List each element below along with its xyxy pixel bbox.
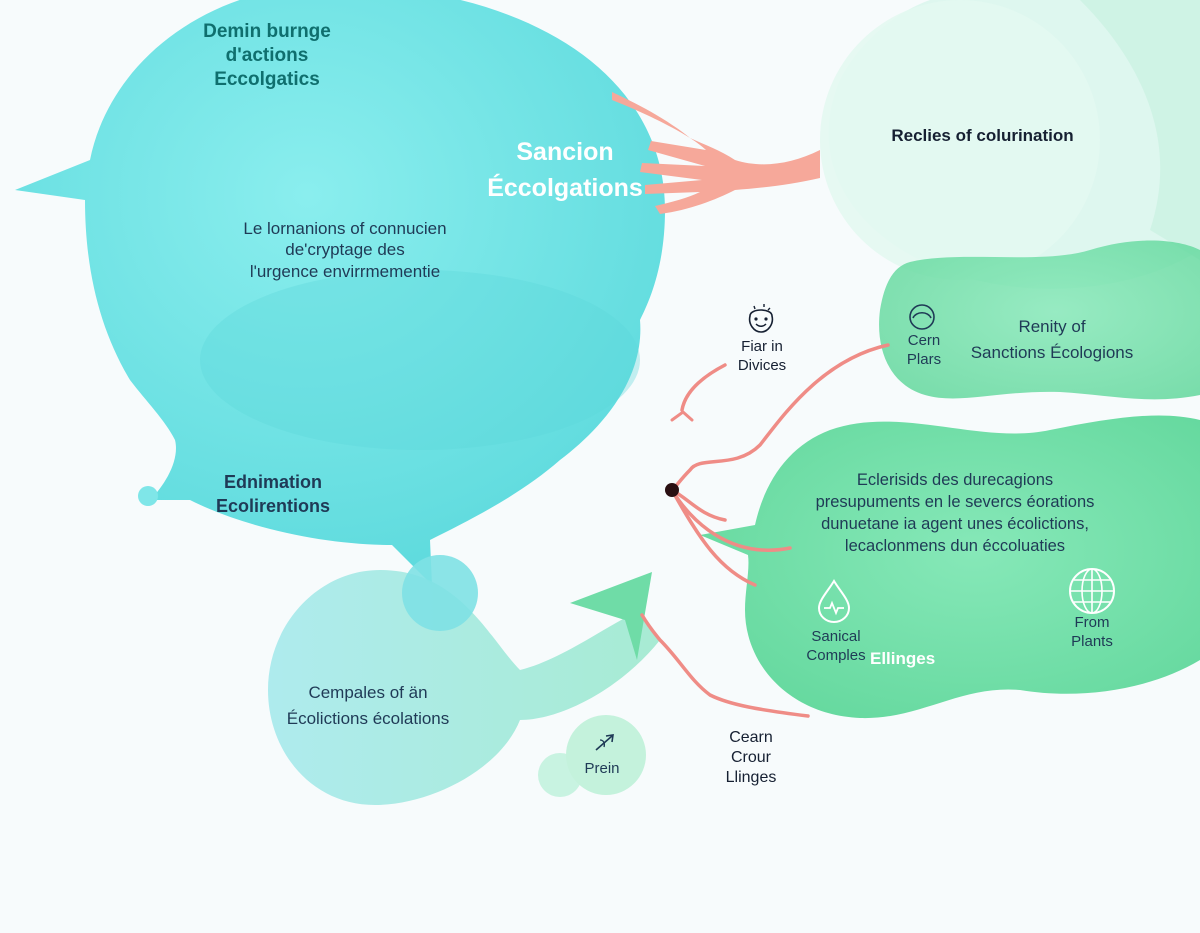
bottom-left-bubble-label: Cempales of än Écolictions écolations bbox=[268, 680, 468, 731]
bottom-center-line-1: Cearn bbox=[729, 729, 773, 746]
center-node-dot bbox=[665, 483, 679, 497]
small-green-bubbles bbox=[538, 715, 646, 797]
green-large-blob bbox=[700, 415, 1200, 719]
right-label-line-1: From bbox=[1074, 614, 1110, 631]
center-label-line-2: Divices bbox=[737, 356, 787, 374]
cyan-title-line-3: Eccolgatics bbox=[214, 68, 320, 90]
cyan-bubble-title: Demin burnge d'actions Eccolgatics bbox=[172, 20, 362, 91]
lower-label-line-2: Ecolirentions bbox=[215, 496, 331, 517]
green-large-left-label: Sanical Comples bbox=[796, 628, 876, 666]
green-body-line-2: presupuments en le severcs éorations bbox=[815, 492, 1095, 511]
cyan-bubble-highlight: Sancion Éccolgations bbox=[460, 134, 670, 207]
center-node-label: Fiar in Divices bbox=[722, 338, 802, 376]
top-right-label: Reclies of colurination bbox=[891, 126, 1074, 145]
cyan-bubble-body: Le lornanions of connucien de'cryptage d… bbox=[200, 218, 490, 282]
body-line-1: Le lornanions of connucien bbox=[243, 219, 447, 238]
green-body-line-4: lecaclonmens dun éccoluaties bbox=[844, 536, 1066, 555]
top-right-haze bbox=[820, 0, 1200, 289]
highlight-line-1: Sancion bbox=[516, 138, 614, 166]
globe-icon bbox=[1066, 565, 1118, 622]
icon-label-line-2: Plars bbox=[906, 350, 942, 368]
highlight-line-2: Éccolgations bbox=[487, 174, 643, 203]
left-label-line-1: Sanical bbox=[811, 628, 861, 645]
green-top-title: Renity of Sanctions Écologions bbox=[958, 314, 1146, 365]
cyan-speech-bubble bbox=[15, 0, 665, 585]
green-large-right-label: From Plants bbox=[1054, 614, 1130, 652]
green-top-blob bbox=[879, 240, 1200, 400]
water-drop-icon bbox=[814, 578, 854, 629]
bottom-center-line-3: Llinges bbox=[725, 769, 777, 786]
body-line-2: de'cryptage des bbox=[285, 240, 405, 260]
green-body-line-1: Eclerisids des durecagions bbox=[856, 471, 1054, 489]
green-large-left-accent: Ellinges bbox=[870, 649, 936, 668]
green-large-body: Eclerisids des durecagions presupuments … bbox=[790, 470, 1120, 558]
hand-illustration bbox=[612, 92, 820, 214]
bottom-left-line-1: Cempales of än bbox=[308, 683, 428, 702]
body-line-3: l'urgence envirrmementie bbox=[249, 261, 441, 281]
green-top-icon-label: Cern Plars bbox=[896, 332, 952, 370]
bottom-left-line-2: Écolictions écolations bbox=[286, 708, 450, 728]
cyan-bubble-lower-label: Ednimation Ecolirentions bbox=[188, 470, 358, 519]
small-bubble-label: Prein bbox=[584, 760, 620, 777]
green-top-title-line-2: Sanctions Écologions bbox=[970, 342, 1134, 362]
green-top-title-line-1: Renity of bbox=[1018, 317, 1086, 336]
green-body-line-3: dunuetane ia agent unes écolictions, bbox=[821, 514, 1089, 533]
face-circle-icon bbox=[906, 302, 938, 337]
red-connectors bbox=[640, 343, 890, 718]
left-label-line-2: Comples bbox=[806, 646, 866, 664]
green-arrowhead bbox=[570, 572, 652, 660]
icon-label-line-1: Cern bbox=[907, 332, 941, 349]
smiley-sparkle-icon bbox=[744, 302, 778, 341]
lower-label-line-1: Ednimation bbox=[224, 472, 322, 492]
center-label-line-1: Fiar in bbox=[741, 338, 783, 355]
leaf-arrow-icon bbox=[592, 732, 618, 759]
bottom-left-bubble bbox=[268, 555, 660, 805]
bottom-center-label: Cearn Crour Llinges bbox=[706, 728, 796, 788]
cyan-title-line-2: d'actions bbox=[225, 44, 309, 66]
right-label-line-2: Plants bbox=[1071, 632, 1113, 650]
bottom-center-line-2: Crour bbox=[730, 749, 771, 766]
cyan-title-line-1: Demin burnge bbox=[203, 21, 331, 42]
